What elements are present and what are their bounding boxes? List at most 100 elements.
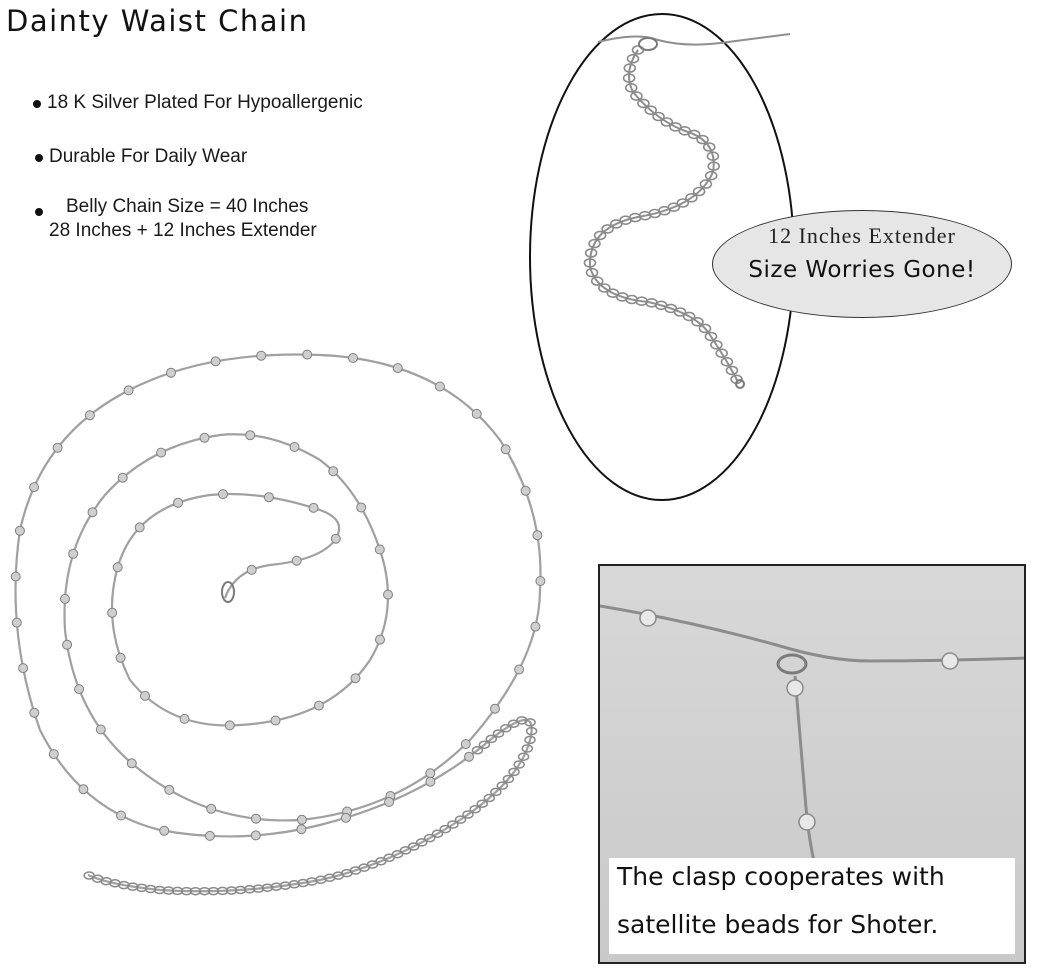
chain-bead (348, 353, 358, 363)
extender-link (610, 219, 623, 229)
extender-link (696, 134, 709, 145)
extender-link (207, 886, 220, 896)
chain-bead (256, 350, 267, 361)
chain-bead (375, 634, 385, 645)
extender-link (439, 824, 452, 834)
extender-link (500, 724, 512, 733)
chain-bead (520, 485, 531, 496)
extender-link (516, 716, 528, 725)
chain-bead (140, 690, 150, 701)
extender-link (622, 73, 636, 83)
extender-link (478, 740, 491, 749)
chain-bead (134, 522, 145, 533)
chain-bead (270, 715, 281, 726)
chain-bead (425, 776, 436, 787)
clasp-caption: The clasp cooperates with satellite bead… (609, 858, 1015, 954)
caption-line: The clasp cooperates with (617, 862, 945, 891)
caption-line: satellite beads for Shoter. (617, 910, 939, 939)
extender-link (698, 323, 712, 334)
chain-bead (60, 593, 70, 604)
extender-link (692, 186, 706, 197)
chain-bead (164, 784, 175, 795)
extender-link (644, 105, 657, 115)
extender-link (243, 885, 256, 894)
extender-link (490, 787, 502, 797)
chain-bead (330, 533, 341, 544)
chain-bead (460, 739, 471, 750)
chain-bead (245, 430, 256, 441)
chain-bead (302, 349, 313, 360)
chain-bead (535, 576, 546, 586)
extender-link (715, 348, 728, 359)
extender-link (676, 198, 690, 208)
chain-bead (87, 507, 98, 518)
extender-link (585, 267, 599, 278)
callout-title: 12 Inches Extender (768, 223, 956, 248)
chain-bead (29, 707, 40, 718)
chain-bead (251, 813, 261, 824)
extender-link (483, 793, 496, 803)
extender-link (706, 151, 720, 161)
extender-link (471, 746, 484, 755)
chain-bead (126, 758, 137, 769)
chain-bead (374, 544, 385, 555)
chain-bead (350, 673, 361, 684)
chain-bead (250, 830, 261, 841)
extender-link (593, 230, 607, 241)
extender-link (513, 760, 525, 769)
extender-link (144, 884, 157, 894)
extender-link (288, 880, 300, 889)
extender-link (252, 884, 265, 893)
chain-bead (62, 639, 73, 650)
extender-link (407, 842, 420, 851)
chain-bead (263, 492, 274, 503)
extender-link (431, 829, 444, 838)
extender-link (588, 238, 601, 249)
chain-bead (78, 784, 89, 795)
extender-link (180, 886, 193, 896)
chain-bead (199, 432, 210, 443)
extender-link (216, 886, 229, 896)
chain-bead (383, 589, 393, 600)
extender-link (704, 331, 718, 342)
extender-link (673, 307, 687, 317)
chain-bead (246, 564, 257, 575)
extender-detail-image (529, 13, 795, 501)
extender-link (270, 882, 283, 891)
extender-link (447, 820, 459, 829)
extender-link (234, 885, 247, 895)
extender-link (687, 129, 701, 140)
extender-link (524, 735, 536, 745)
extender-link (225, 886, 238, 895)
chain-bead (112, 562, 123, 573)
extender-link (462, 810, 474, 819)
chain-bead (328, 466, 339, 477)
extender-link (601, 224, 614, 234)
chain-bead (434, 381, 445, 392)
bullet-dot-icon (35, 208, 43, 216)
extender-link (517, 752, 530, 761)
extender-link (399, 846, 412, 855)
chain-bead (84, 410, 95, 421)
chain-bead (218, 489, 228, 500)
chain-bead (74, 684, 85, 695)
product-title: Dainty Waist Chain (6, 4, 309, 38)
extender-link (525, 726, 538, 736)
chain-bead (48, 749, 59, 760)
feature-text: 28 Inches + 12 Inches Extender (49, 220, 317, 241)
extender-link (630, 91, 643, 101)
chain-bead (530, 621, 541, 632)
extender-link (682, 311, 696, 322)
extender-link (508, 767, 520, 777)
extender-link (171, 886, 184, 896)
chain-bead (156, 447, 167, 458)
bullet-dot-icon (33, 100, 41, 108)
chain-bead (14, 525, 25, 536)
extender-link (502, 774, 515, 784)
chain-bead (425, 768, 436, 779)
chain-bead (340, 812, 351, 823)
chain-bead (18, 663, 29, 674)
extender-link (685, 193, 698, 203)
extender-link (454, 815, 467, 824)
extender-link (476, 799, 489, 808)
